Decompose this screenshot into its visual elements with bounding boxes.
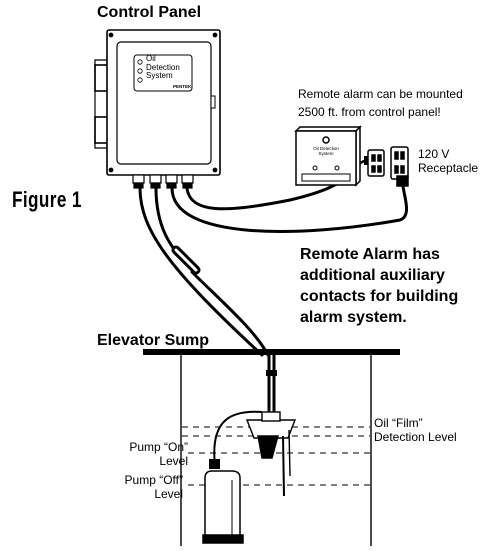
remote-info-line-1: Remote Alarm has xyxy=(300,246,440,263)
remote-alarm-info: Remote Alarm has additional auxiliary co… xyxy=(300,244,458,328)
brand-logo: PENTEK xyxy=(173,84,192,89)
remote-alarm-label: Oil Detection System xyxy=(306,146,346,156)
status-led-alarm-icon xyxy=(137,77,143,83)
remote-alarm-note: Remote alarm can be mounted 2500 ft. fro… xyxy=(298,85,463,121)
float-switch xyxy=(209,459,220,469)
outlet-near-alarm xyxy=(367,149,385,177)
oil-level-line-2: Detection Level xyxy=(374,430,457,444)
figure-label: Figure 1 xyxy=(12,187,82,212)
remote-info-line-3: contacts for building xyxy=(300,288,459,305)
sump-title: Elevator Sump xyxy=(97,332,210,349)
remote-alarm xyxy=(294,125,362,187)
receptacle-label: 120 V Receptacle xyxy=(418,147,478,175)
oil-level-line-1: Oil “Film” xyxy=(374,416,423,430)
pump-on-line-2: Level xyxy=(159,454,188,468)
remote-alarm-note-line-2: 2500 ft. from control panel! xyxy=(298,105,441,119)
control-panel-display-text: Oil Detection System xyxy=(146,54,180,81)
float-cable xyxy=(213,410,263,467)
cable-to-receptacle xyxy=(170,184,408,233)
conduit-fittings xyxy=(132,174,194,189)
status-led-power-icon xyxy=(137,59,143,65)
elevator-sump xyxy=(143,349,400,546)
control-panel-title: Control Panel xyxy=(97,4,202,21)
sump-pump xyxy=(202,470,244,544)
display-line-1: Oil xyxy=(146,54,156,63)
status-led-pump-icon xyxy=(137,68,143,74)
display-line-3: System xyxy=(146,71,173,80)
remote-alarm-light-icon xyxy=(322,136,330,144)
pump-on-line-1: Pump “On” xyxy=(129,440,188,454)
display-line-2: Detection xyxy=(146,62,180,72)
oil-level-label: Oil “Film” Detection Level xyxy=(374,416,457,444)
inline-connector xyxy=(171,245,201,275)
sump-floor-slab xyxy=(143,349,400,355)
cable-to-sump-a xyxy=(138,186,264,357)
control-panel xyxy=(94,29,221,189)
cables xyxy=(138,170,408,357)
pump-off-label: Pump “Off” Level xyxy=(107,473,183,501)
control-panel-display xyxy=(133,54,193,92)
remote-info-line-2: additional auxiliary xyxy=(300,267,445,284)
pump-on-label: Pump “On” Level xyxy=(112,440,188,468)
pump-off-line-1: Pump “Off” xyxy=(124,473,183,487)
receptacle-line-2: Receptacle xyxy=(418,161,479,175)
receptacle-line-1: 120 V xyxy=(418,147,450,161)
pump-off-line-2: Level xyxy=(154,487,183,501)
oil-sensor-probe xyxy=(245,411,297,497)
remote-alarm-label-line-1: Oil Detection xyxy=(313,146,339,151)
cable-to-sump-c xyxy=(190,270,270,357)
remote-alarm-label-line-2: System xyxy=(318,151,334,156)
remote-info-line-4: alarm system. xyxy=(300,309,407,326)
receptacle-outlet xyxy=(390,146,409,187)
remote-alarm-note-line-1: Remote alarm can be mounted xyxy=(298,87,463,101)
